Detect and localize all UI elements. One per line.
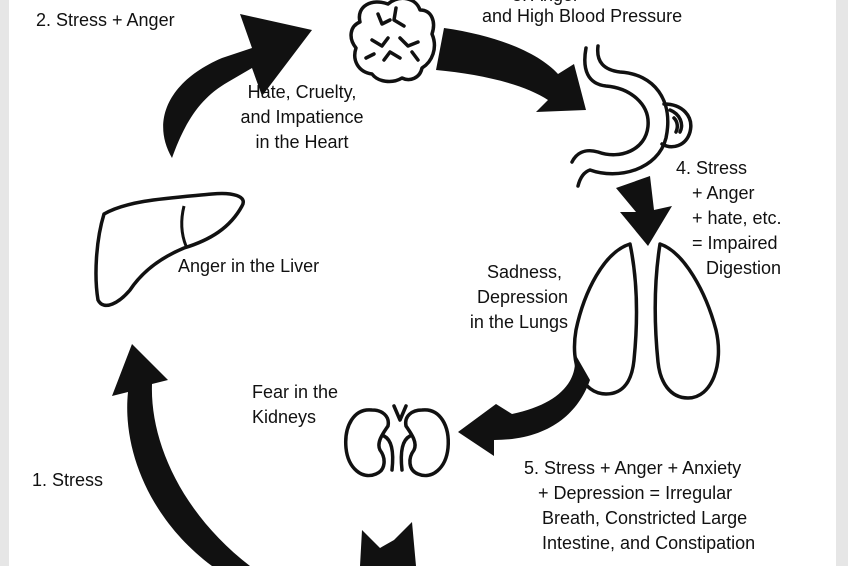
heart-label: Hate, Cruelty, and Impatience in the Hea… — [240, 82, 364, 152]
liver-label: Anger in the Liver — [178, 256, 320, 276]
arrow-stomach-to-lungs — [616, 176, 672, 246]
step-2-label: 2. Stress + Anger — [36, 10, 175, 30]
arrow-heart-to-stomach — [436, 28, 586, 112]
arrow-liver-to-heart — [163, 14, 312, 158]
kidneys-label: Fear in the Kidneys — [252, 382, 339, 427]
lungs-organ — [572, 242, 721, 400]
step-5-label: 5. Stress + Anger + Anxiety + Depression… — [524, 458, 756, 553]
arrow-bottom-to-liver — [112, 344, 250, 566]
liver-lobe-line — [180, 205, 188, 247]
left-frame-border — [0, 0, 9, 566]
liver-organ — [94, 191, 245, 308]
step-3-label: and High Blood Pressure — [482, 6, 683, 26]
lungs-label: Sadness, Depression in the Lungs — [469, 262, 568, 332]
step-1-label: 1. Stress — [32, 470, 104, 490]
right-frame-border — [836, 0, 848, 566]
arrow-kidneys-to-intestine — [360, 522, 416, 566]
step-4-label: 4. Stress + Anger + hate, etc. = Impaire… — [676, 158, 782, 278]
step-3-label-cropped: 3. Anger — [512, 0, 579, 8]
kidneys-organ — [344, 404, 450, 478]
heart-organ — [349, 0, 437, 84]
stomach-organ — [570, 44, 693, 188]
arrow-lungs-to-kidneys — [458, 352, 590, 456]
